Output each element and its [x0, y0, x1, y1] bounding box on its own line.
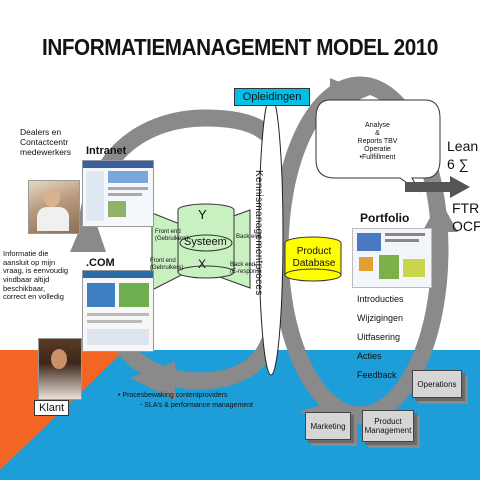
kennis-label: Kennismanagementproces — [253, 170, 264, 296]
info-text: Informatie die aansluit op mijn vraag, i… — [3, 249, 69, 302]
com-label: .COM — [86, 257, 115, 269]
bottom-text-1: • Procesbewaking contentproviders — [118, 392, 228, 399]
right-loop-arrowhead-right — [422, 200, 458, 232]
lean-arrow — [405, 176, 470, 198]
portfolio-collage — [352, 228, 432, 288]
klant-photo — [38, 338, 82, 400]
intranet-thumb — [108, 201, 126, 217]
left-loop-arrowhead-up — [70, 205, 106, 252]
portfolio-thumb-1 — [357, 233, 381, 251]
klant-face-icon — [51, 349, 67, 369]
db-bottom — [284, 268, 342, 282]
com-promo — [119, 283, 149, 307]
klant-label: Klant — [34, 400, 70, 416]
systeem-cylinder-mid — [179, 234, 233, 252]
com-line1 — [87, 313, 149, 316]
left-loop-bottom-arrow — [107, 326, 278, 390]
portfolio-thumb-4 — [403, 259, 425, 277]
portfolio-item: Feedback — [357, 370, 397, 380]
portfolio-label: Portfolio — [360, 211, 410, 225]
left-loop-arrowhead-left — [130, 362, 175, 400]
systeem-front-top: Front end (Gebruikers) — [155, 229, 189, 242]
dealers-label: Dealers en Contactcentr medewerkers — [20, 127, 72, 157]
com-screenshot — [82, 270, 154, 352]
systeem-back-bottom: Back end (E-respons) — [230, 262, 262, 275]
page-title: INFORMATIEMANAGEMENT MODEL 2010 — [42, 34, 438, 60]
doc-marketing: Marketing — [305, 412, 351, 440]
systeem-y: Y — [198, 207, 207, 222]
com-footer — [87, 329, 149, 345]
opleidingen-label: Opleidingen — [234, 88, 310, 106]
intranet-line2 — [108, 193, 142, 196]
systeem-back-top: Back end — [236, 234, 262, 240]
ftr-label: FTR — [452, 200, 480, 216]
portfolio-thumb-2 — [359, 257, 373, 271]
systeem-x: X — [198, 257, 207, 271]
com-hero — [87, 283, 115, 307]
doc-operations: Operations — [412, 370, 462, 398]
lean-label: Lean — [447, 138, 479, 154]
portfolio-item: Uitfasering — [357, 332, 401, 342]
sigma-label: 6 ∑ — [447, 156, 469, 172]
intranet-label: Intranet — [86, 145, 127, 157]
dealers-photo — [28, 180, 80, 234]
com-header-bar — [83, 271, 153, 278]
portfolio-line-1 — [385, 233, 425, 236]
portfolio-line-2 — [385, 239, 419, 242]
portfolio-list: Introducties Wijzigingen Uitfasering Act… — [357, 294, 404, 389]
doc-product-management: Product Management — [362, 410, 414, 442]
systeem-center: Systeem — [184, 236, 227, 248]
systeem-cylinder-bottom — [177, 265, 235, 279]
intranet-sidebar — [86, 171, 104, 221]
product-db-label: Product Database — [292, 246, 336, 269]
portfolio-thumb-3 — [379, 255, 399, 279]
systeem-front-bottom: Front end (Gebruikers) — [150, 258, 184, 271]
intranet-line1 — [108, 187, 148, 190]
portfolio-item: Wijzigingen — [357, 313, 404, 323]
ocf-label: OCF — [452, 218, 480, 234]
dealer-body-icon — [37, 207, 69, 231]
intranet-banner — [108, 171, 148, 183]
com-line2 — [87, 320, 142, 323]
intranet-header-bar — [83, 161, 153, 168]
portfolio-item: Acties — [357, 351, 382, 361]
portfolio-item: Introducties — [357, 294, 404, 304]
systeem-cylinder-body — [178, 210, 234, 272]
intranet-screenshot — [82, 160, 154, 227]
dealer-face-icon — [44, 189, 60, 207]
bottom-text-2: - SLA's & performance management — [140, 402, 254, 409]
analyse-text: Analyse & Reports TBV Operatie •Fullfill… — [357, 122, 398, 162]
